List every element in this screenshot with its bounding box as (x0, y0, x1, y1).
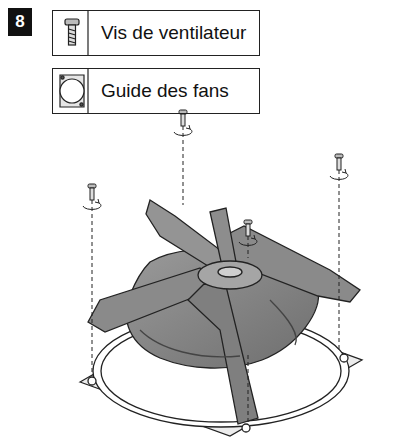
legend-box: Guide des fans (52, 68, 260, 114)
step-label: 8 (15, 12, 24, 32)
screw-icon (65, 19, 79, 45)
screw (239, 220, 257, 245)
screw (83, 184, 101, 209)
icon-separator (87, 10, 88, 56)
fan-rotor (88, 200, 360, 424)
screws (83, 110, 348, 245)
legend-box: Vis de ventilateur (52, 10, 260, 56)
screw (330, 154, 348, 179)
icon-separator (87, 68, 88, 114)
legend-label: Vis de ventilateur (101, 22, 246, 44)
legend-label: Guide des fans (101, 80, 229, 102)
fan-guide-icon (60, 75, 84, 107)
step-number: 8 (8, 8, 32, 36)
screw-guides (92, 126, 339, 422)
